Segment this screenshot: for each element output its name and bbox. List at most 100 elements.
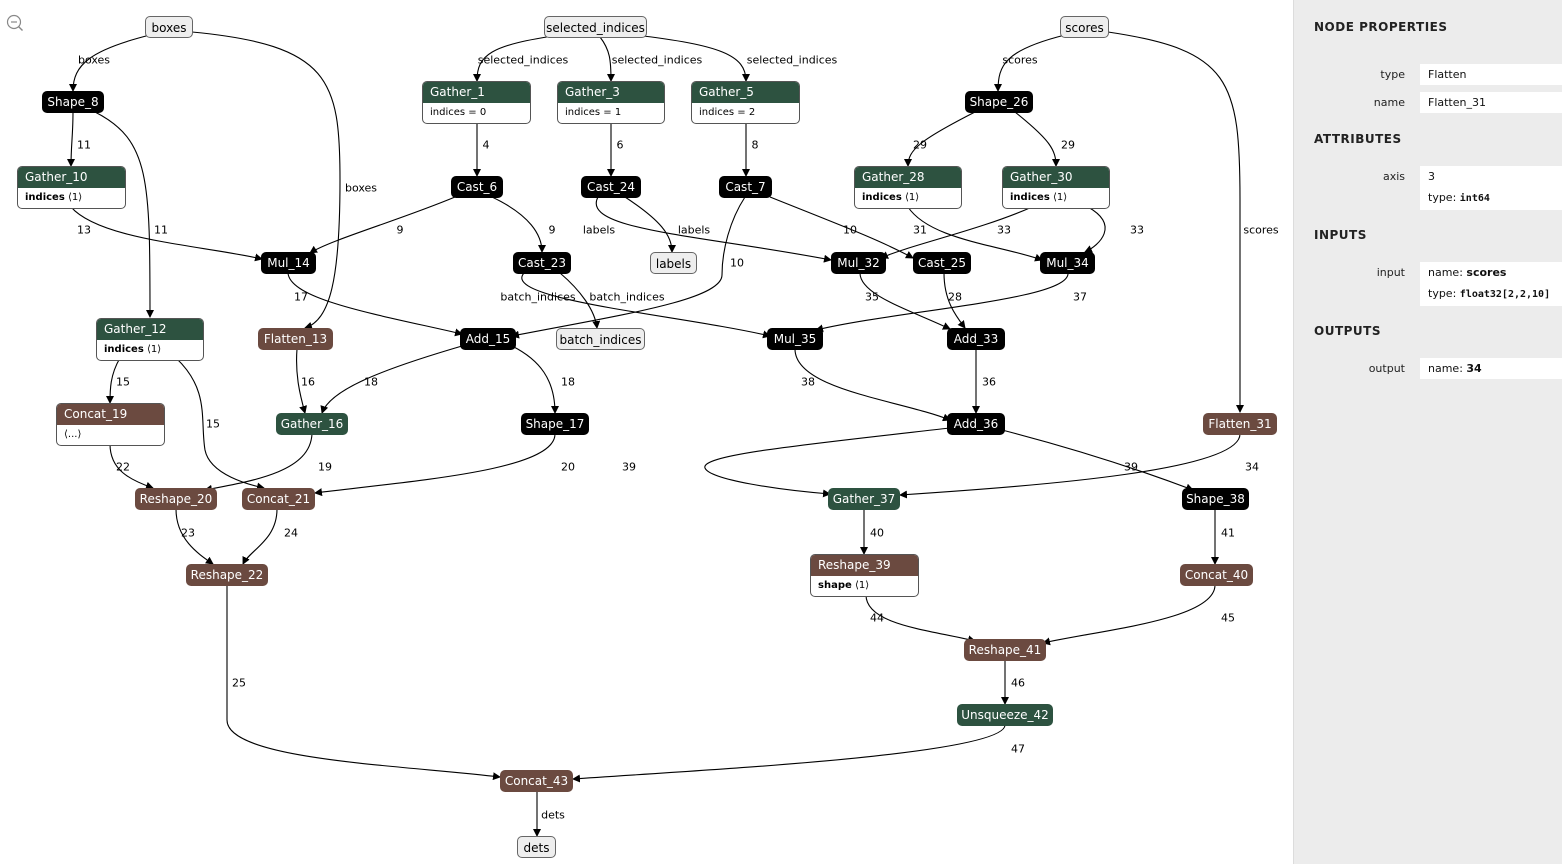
node-concat-43[interactable]: Concat_43 xyxy=(500,770,573,792)
node-cast-7[interactable]: Cast_7 xyxy=(719,176,772,198)
node-gather-1-title: Gather_1 xyxy=(423,82,530,103)
edge-label-scores: scores xyxy=(1002,53,1038,67)
node-gather-37[interactable]: Gather_37 xyxy=(828,488,900,510)
node-gather-28-attr-value: ⟨1⟩ xyxy=(904,192,920,203)
node-gather-1-attr: indices = 0 xyxy=(430,107,487,118)
edge-label-41: 41 xyxy=(1221,526,1235,540)
edge-label-selected-indices: selected_indices xyxy=(611,53,703,67)
node-reshape-41[interactable]: Reshape_41 xyxy=(964,639,1046,661)
node-concat-19-title: Concat_19 xyxy=(57,404,164,425)
edge-add15-shape17 xyxy=(511,345,559,414)
graph-output-batch-indices[interactable]: batch_indices xyxy=(556,328,645,350)
node-gather-28-title: Gather_28 xyxy=(855,167,961,188)
edge-label-47: 47 xyxy=(1011,742,1025,756)
node-shape-38[interactable]: Shape_38 xyxy=(1182,488,1249,510)
node-gather-16[interactable]: Gather_16 xyxy=(276,413,348,435)
edge-label-33: 33 xyxy=(1130,223,1144,237)
name-value[interactable]: Flatten_31 xyxy=(1420,92,1562,113)
node-flatten-31[interactable]: Flatten_31 xyxy=(1203,413,1277,435)
edge-label-selected-indices: selected_indices xyxy=(746,53,838,67)
axis-type-prefix: type: xyxy=(1428,191,1457,204)
edge-label-10: 10 xyxy=(730,256,744,270)
node-cast-6[interactable]: Cast_6 xyxy=(451,176,503,198)
node-gather-10[interactable]: Gather_10 indices ⟨1⟩ xyxy=(17,166,126,209)
edge-label-boxes: boxes xyxy=(77,53,111,67)
edge-boxes-flatten13 xyxy=(191,31,341,330)
node-gather-5-title: Gather_5 xyxy=(692,82,799,103)
edge-label-40: 40 xyxy=(870,526,884,540)
node-gather-1[interactable]: Gather_1 indices = 0 xyxy=(422,81,531,124)
edge-label-44: 44 xyxy=(870,611,884,625)
edge-label-28: 28 xyxy=(948,290,962,304)
input-type-value: float32[2,2,10] xyxy=(1459,289,1551,300)
edge-gather28-mul34 xyxy=(907,206,1043,262)
graph-input-scores[interactable]: scores xyxy=(1060,16,1109,38)
edge-label-19: 19 xyxy=(318,460,332,474)
node-unsqueeze-42[interactable]: Unsqueeze_42 xyxy=(957,704,1053,726)
node-cast-24[interactable]: Cast_24 xyxy=(581,176,641,198)
node-mul-14[interactable]: Mul_14 xyxy=(261,252,316,274)
node-cast-25[interactable]: Cast_25 xyxy=(913,252,971,274)
node-gather-30-attr-value: ⟨1⟩ xyxy=(1052,192,1068,203)
node-gather-10-attr-name: indices xyxy=(25,192,65,203)
node-cast-23[interactable]: Cast_23 xyxy=(513,252,571,274)
node-shape-17[interactable]: Shape_17 xyxy=(521,413,589,435)
node-gather-5[interactable]: Gather_5 indices = 2 xyxy=(691,81,800,124)
node-reshape-39[interactable]: Reshape_39 shape ⟨1⟩ xyxy=(810,554,919,597)
input-value-box[interactable]: name: scores type: float32[2,2,10] xyxy=(1420,262,1562,306)
outputs-header: OUTPUTS xyxy=(1314,324,1381,338)
edge-mul34-mul35 xyxy=(815,272,1069,333)
node-gather-5-attr: indices = 2 xyxy=(699,107,756,118)
node-add-15[interactable]: Add_15 xyxy=(460,328,516,350)
node-add-36[interactable]: Add_36 xyxy=(947,413,1005,435)
edge-add36-shape38 xyxy=(1001,429,1194,492)
node-concat-19-attr: ⟨...⟩ xyxy=(64,429,82,440)
node-gather-30-attr-name: indices xyxy=(1010,192,1050,203)
edge-concat21-reshape22 xyxy=(242,508,278,565)
node-mul-34[interactable]: Mul_34 xyxy=(1040,252,1095,274)
edge-mul32-add33 xyxy=(859,272,951,330)
node-gather-28[interactable]: Gather_28 indices ⟨1⟩ xyxy=(854,166,962,209)
input-name-prefix: name: xyxy=(1428,266,1463,279)
node-gather-3[interactable]: Gather_3 indices = 1 xyxy=(557,81,665,124)
edge-boxes-shape8 xyxy=(69,34,151,92)
node-concat-19[interactable]: Concat_19 ⟨...⟩ xyxy=(56,403,165,446)
node-concat-21[interactable]: Concat_21 xyxy=(242,488,315,510)
node-reshape-39-attr-value: ⟨1⟩ xyxy=(854,580,870,591)
edge-label-35: 35 xyxy=(865,290,879,304)
node-gather-12-attr-value: ⟨1⟩ xyxy=(146,344,162,355)
edge-label-31: 31 xyxy=(913,223,927,237)
graph-input-boxes[interactable]: boxes xyxy=(145,16,193,38)
edge-cast6-cast23 xyxy=(491,196,546,253)
axis-value-box[interactable]: 3 type: int64 xyxy=(1420,166,1562,210)
node-flatten-13[interactable]: Flatten_13 xyxy=(258,328,333,350)
node-mul-35[interactable]: Mul_35 xyxy=(767,328,823,350)
node-gather-12[interactable]: Gather_12 indices ⟨1⟩ xyxy=(96,318,204,361)
edge-label-37: 37 xyxy=(1073,290,1087,304)
edge-scores-shape26 xyxy=(994,34,1066,92)
graph-input-selected-indices[interactable]: selected_indices xyxy=(544,16,647,38)
node-properties-panel: NODE PROPERTIES type Flatten name Flatte… xyxy=(1293,0,1562,864)
input-label: input xyxy=(1376,266,1405,279)
node-reshape-22[interactable]: Reshape_22 xyxy=(186,564,268,586)
node-reshape-20[interactable]: Reshape_20 xyxy=(135,488,217,510)
node-reshape-39-attr: shape ⟨1⟩ xyxy=(811,576,918,596)
edge-label-9: 9 xyxy=(396,223,404,237)
node-gather-30[interactable]: Gather_30 indices ⟨1⟩ xyxy=(1002,166,1110,209)
name-label: name xyxy=(1373,96,1405,109)
graph-output-labels[interactable]: labels xyxy=(650,252,697,274)
graph-output-dets[interactable]: dets xyxy=(517,836,556,858)
edge-label-46: 46 xyxy=(1011,676,1025,690)
edge-label-dets: dets xyxy=(541,808,565,822)
node-gather-28-attr-name: indices xyxy=(862,192,902,203)
edge-shape26-gather28 xyxy=(904,111,976,167)
output-value-box[interactable]: name: 34 xyxy=(1420,358,1562,379)
type-value[interactable]: Flatten xyxy=(1420,64,1562,85)
zoom-out-icon[interactable] xyxy=(6,14,23,31)
node-shape-26[interactable]: Shape_26 xyxy=(965,91,1033,113)
graph-canvas[interactable]: boxes selected_indices scores Shape_8 Ga… xyxy=(0,0,1292,864)
node-add-33[interactable]: Add_33 xyxy=(947,328,1005,350)
node-concat-40[interactable]: Concat_40 xyxy=(1180,564,1253,586)
node-mul-32[interactable]: Mul_32 xyxy=(831,252,886,274)
node-shape-8[interactable]: Shape_8 xyxy=(42,91,104,113)
